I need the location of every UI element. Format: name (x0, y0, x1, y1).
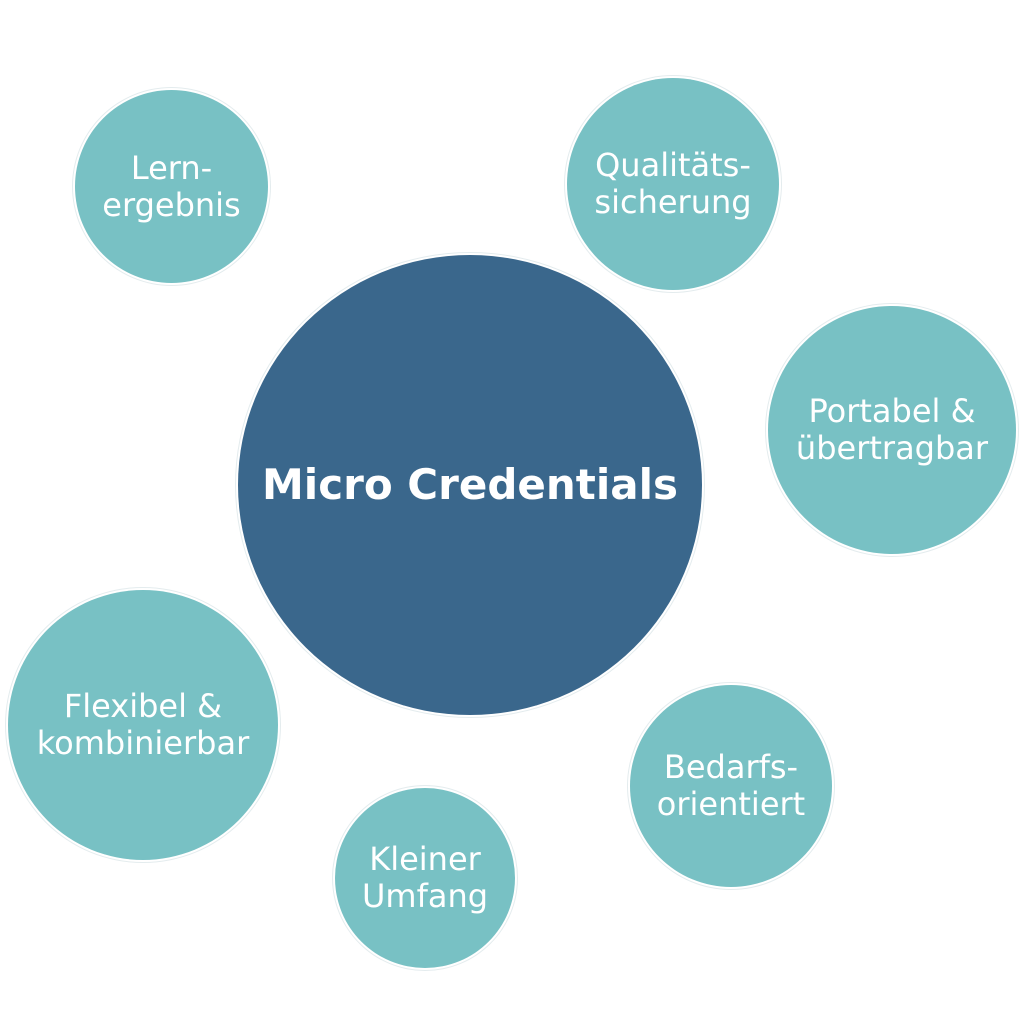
bubble-text-line: orientiert (656, 785, 806, 823)
bubble-label: Flexibel & kombinierbar (37, 688, 249, 762)
bubble-label: Portabel & übertragbar (796, 393, 988, 467)
bubble-text-line: sicherung (594, 183, 752, 221)
bubble-label: Bedarfs- orientiert (657, 749, 805, 823)
bubble-text-line: kombinierbar (36, 724, 250, 762)
center-bubble-text: Micro Credentials (262, 459, 678, 509)
bubble-text-line: übertragbar (795, 429, 989, 467)
bubble-text-line: Portabel & (808, 392, 976, 431)
center-bubble-micro-credentials: Micro Credentials (238, 255, 702, 715)
bubble-text-line: Qualitäts- (595, 146, 751, 185)
bubble-text-line: Bedarfs- (663, 748, 799, 787)
bubble-label: Qualitäts- sicherung (594, 147, 751, 221)
bubble-text-line: Flexibel & (63, 687, 223, 726)
bubble-label: Kleiner Umfang (362, 841, 488, 915)
bubble-text-line: ergebnis (102, 185, 241, 224)
bubble-qualitaetssicherung: Qualitäts- sicherung (567, 78, 779, 290)
bubble-portabel-uebertragbar: Portabel & übertragbar (768, 306, 1016, 554)
bubble-text-line: Lern- (130, 148, 213, 187)
bubble-bedarfsorientiert: Bedarfs- orientiert (630, 685, 832, 887)
bubble-lernergebnis: Lern- ergebnis (75, 90, 268, 283)
bubble-text-line: Umfang (361, 877, 489, 915)
bubble-label: Lern- ergebnis (102, 148, 241, 224)
center-bubble-label: Micro Credentials (262, 459, 678, 509)
bubble-kleiner-umfang: Kleiner Umfang (335, 788, 515, 968)
bubble-text-line: Kleiner (369, 840, 481, 879)
bubble-flexibel-kombinierbar: Flexibel & kombinierbar (8, 590, 278, 860)
